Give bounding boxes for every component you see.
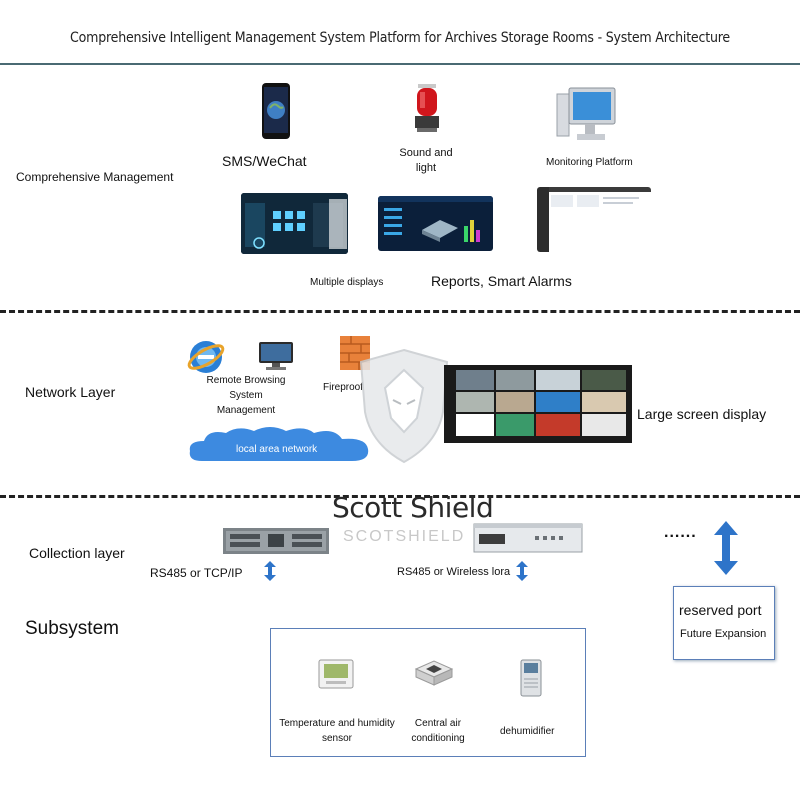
subsystem-box: Temperature and humidity sensor Central … bbox=[270, 628, 586, 757]
divider-collection bbox=[0, 495, 800, 498]
sound-light-label: Sound and light bbox=[399, 147, 453, 174]
ellipsis-dots: ...... bbox=[664, 524, 697, 541]
monitoring-pc-icon bbox=[555, 86, 619, 146]
temperature-sensor-icon bbox=[318, 659, 354, 689]
temperature-sensor-label: Temperature and humidity sensor bbox=[279, 718, 395, 744]
shield-watermark-icon bbox=[357, 348, 451, 464]
divider-network bbox=[0, 310, 800, 313]
monitoring-platform-label: Monitoring Platform bbox=[546, 157, 633, 168]
gateway-device-icon bbox=[473, 520, 583, 556]
display-screenshot-2 bbox=[378, 196, 493, 251]
browser-globe-icon bbox=[186, 337, 226, 377]
rack-server-icon bbox=[222, 526, 330, 556]
left-protocol-label: RS485 or TCP/IP bbox=[150, 566, 243, 580]
video-wall-icon bbox=[444, 365, 632, 443]
alarm-light-icon bbox=[413, 82, 441, 134]
watermark-brand: Scott Shield bbox=[332, 491, 494, 524]
display-screenshot-1 bbox=[241, 193, 348, 254]
lan-label: local area network bbox=[236, 444, 318, 455]
future-expansion-label: Future Expansion bbox=[680, 628, 767, 640]
right-protocol-label: RS485 or Wireless lora bbox=[397, 566, 511, 578]
lan-cloud-icon bbox=[186, 423, 372, 467]
monitor-icon bbox=[258, 341, 294, 371]
layer-label-management: Comprehensive Management bbox=[16, 170, 174, 184]
reports-alarms-label: Reports, Smart Alarms bbox=[431, 273, 572, 289]
reserved-port-label: reserved port bbox=[679, 602, 762, 618]
fireproof-label: Fireproof bbox=[323, 382, 364, 393]
layer-label-collection: Collection layer bbox=[29, 545, 125, 561]
page-title: Comprehensive Intelligent Management Sys… bbox=[70, 30, 730, 46]
remote-browsing-label: Remote Browsing System Management bbox=[206, 375, 286, 416]
double-arrow-icon-right bbox=[516, 561, 528, 581]
title-divider bbox=[0, 63, 800, 65]
layer-label-subsystem: Subsystem bbox=[25, 618, 119, 639]
display-screenshot-3 bbox=[537, 187, 651, 252]
dehumidifier-label: dehumidifier bbox=[500, 726, 555, 737]
expansion-arrow-icon bbox=[714, 521, 738, 575]
sms-wechat-label: SMS/WeChat bbox=[222, 153, 307, 169]
large-screen-label: Large screen display bbox=[637, 406, 767, 422]
central-ac-label: Central air conditioning bbox=[411, 718, 465, 744]
layer-label-network: Network Layer bbox=[25, 384, 116, 400]
watermark-brand-sub: SCOTSHIELD bbox=[343, 528, 466, 545]
phone-icon bbox=[261, 82, 291, 140]
reserved-port-box: reserved port Future Expansion bbox=[673, 586, 775, 660]
dehumidifier-icon bbox=[520, 659, 542, 697]
double-arrow-icon-left bbox=[264, 561, 276, 581]
central-ac-icon bbox=[414, 659, 454, 687]
multiple-displays-label: Multiple displays bbox=[310, 277, 384, 288]
